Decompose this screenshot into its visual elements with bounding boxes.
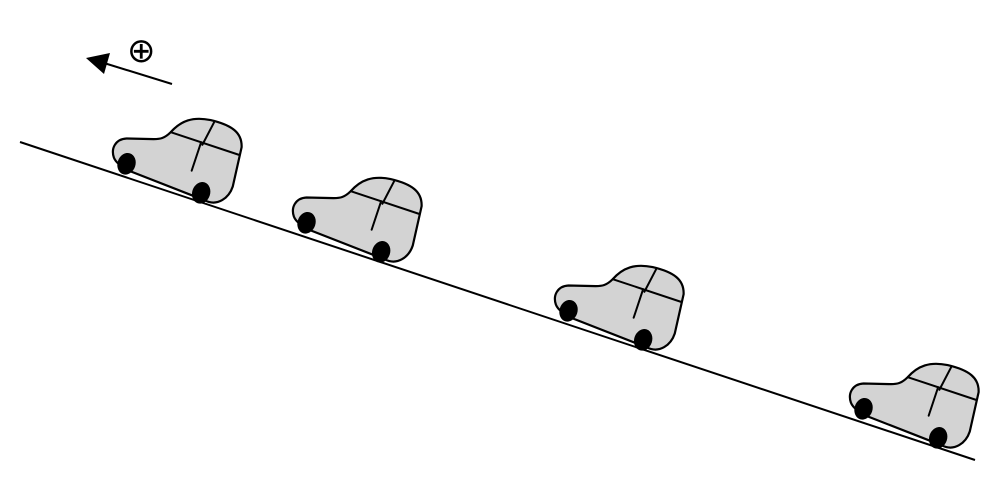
circle-plus-symbol: ⊕ [127, 31, 156, 71]
slope-line [19, 141, 976, 461]
arrow-shaft [103, 62, 173, 85]
arrow-left-icon [86, 53, 110, 74]
direction-indicator: ⊕ [86, 31, 173, 85]
car-2 [284, 151, 432, 273]
